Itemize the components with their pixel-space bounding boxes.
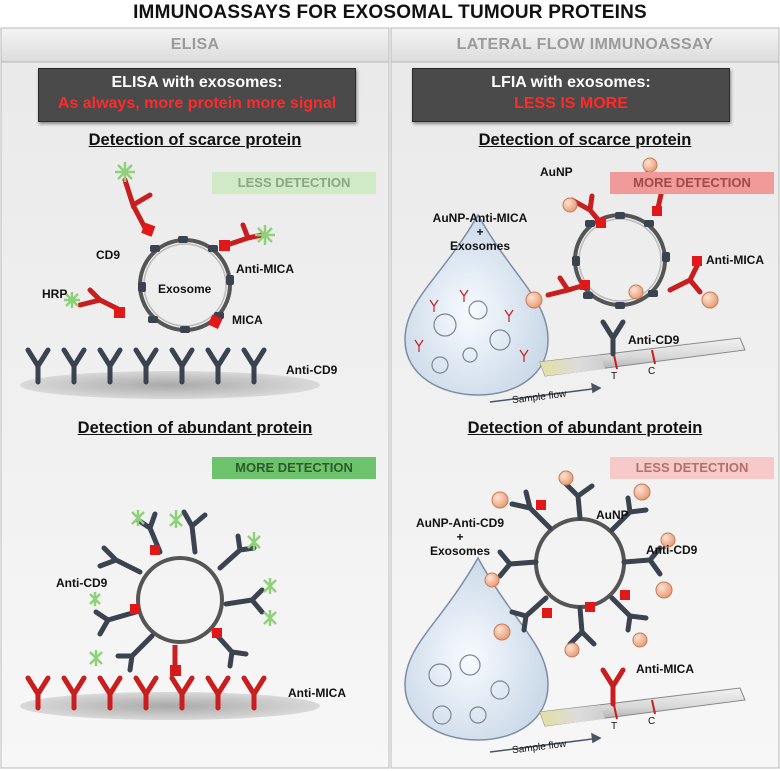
lfia-abundant-heading: Detection of abundant protein [467,419,703,437]
lfia-scarce-badge: MORE DETECTION [610,172,774,194]
label-aunp-abundant: AuNP [596,508,629,522]
elisa-column-header: ELISA [170,36,220,53]
label-anti-mica-abundant: Anti-MICA [288,686,346,700]
capture-antibody-row-top [25,347,267,385]
elisa-plate-bottom [20,692,320,720]
sample-droplet-abundant [404,556,549,741]
sample-flow-arrows [489,382,602,753]
label-exosome: Exosome [158,282,212,296]
cd9-markers [138,236,234,333]
label-test-line-t: T [611,371,618,382]
mica-proteins-top [114,222,230,329]
exosome-abundant-elisa [136,556,224,644]
capture-antibody-row-bottom [25,675,267,711]
lfia-column-header: LATERAL FLOW IMMUNOASSAY [456,36,714,53]
test-strip-abundant [539,687,746,727]
label-anti-cd9-abundant: Anti-CD9 [56,576,108,590]
lfia-header-bar [390,27,780,63]
elisa-plate-top [20,371,320,399]
label-reagent-mix-scarce: AuNP-Anti-MICA + Exosomes [432,211,528,253]
lfia-scarce-heading: Detection of scarce protein [478,131,692,149]
label-anti-cd9-abundant-lfia: Anti-CD9 [646,543,698,557]
label-cd9: CD9 [96,248,121,262]
aunp-particles-bottom [484,470,676,658]
elisa-header-bar [0,27,390,63]
label-test-line-t-abundant: T [611,721,618,732]
elisa-abundant-heading: Detection of abundant protein [77,419,313,437]
label-anti-mica-abundant-lfia: Anti-MICA [636,662,694,676]
label-control-line-c: C [648,366,656,377]
label-anti-mica: Anti-MICA [236,262,294,276]
label-anti-cd9-lfia: Anti-CD9 [628,333,680,347]
label-mica: MICA [232,313,263,327]
label-anti-cd9: Anti-CD9 [286,363,338,377]
lfia-banner: LFIA with exosomes: LESS IS MORE [412,68,730,122]
elisa-scarce-badge: LESS DETECTION [212,172,376,194]
figure-title: IMMUNOASSAYS FOR EXOSOMAL TUMOUR PROTEIN… [133,2,647,23]
test-strip-scarce [539,337,746,377]
label-reagent-mix-abundant: AuNP-Anti-CD9 + Exosomes [416,516,504,558]
elisa-banner: ELISA with exosomes: As always, more pro… [38,68,356,122]
elisa-scarce-heading: Detection of scarce protein [88,131,302,149]
elisa-banner-line1: ELISA with exosomes: [111,74,283,91]
anti-cd9-test-line [600,319,626,357]
elisa-banner-line2: As always, more protein more signal [57,95,337,112]
label-control-line-c-abundant: C [648,716,656,727]
label-aunp: AuNP [540,165,573,179]
label-anti-mica-lfia: Anti-MICA [706,253,764,267]
lfia-banner-line1: LFIA with exosomes: [491,74,651,91]
label-hrp: HRP [42,287,68,301]
anti-mica-test-line [600,667,626,707]
lfia-abundant-badge: LESS DETECTION [610,457,774,479]
elisa-abundant-badge: MORE DETECTION [212,457,376,479]
aunp-anti-cd9-bottom [497,481,663,647]
hrp-icon [64,162,275,308]
hrp-stars-bottom [89,510,277,666]
lfia-banner-line2: LESS IS MORE [514,95,628,112]
